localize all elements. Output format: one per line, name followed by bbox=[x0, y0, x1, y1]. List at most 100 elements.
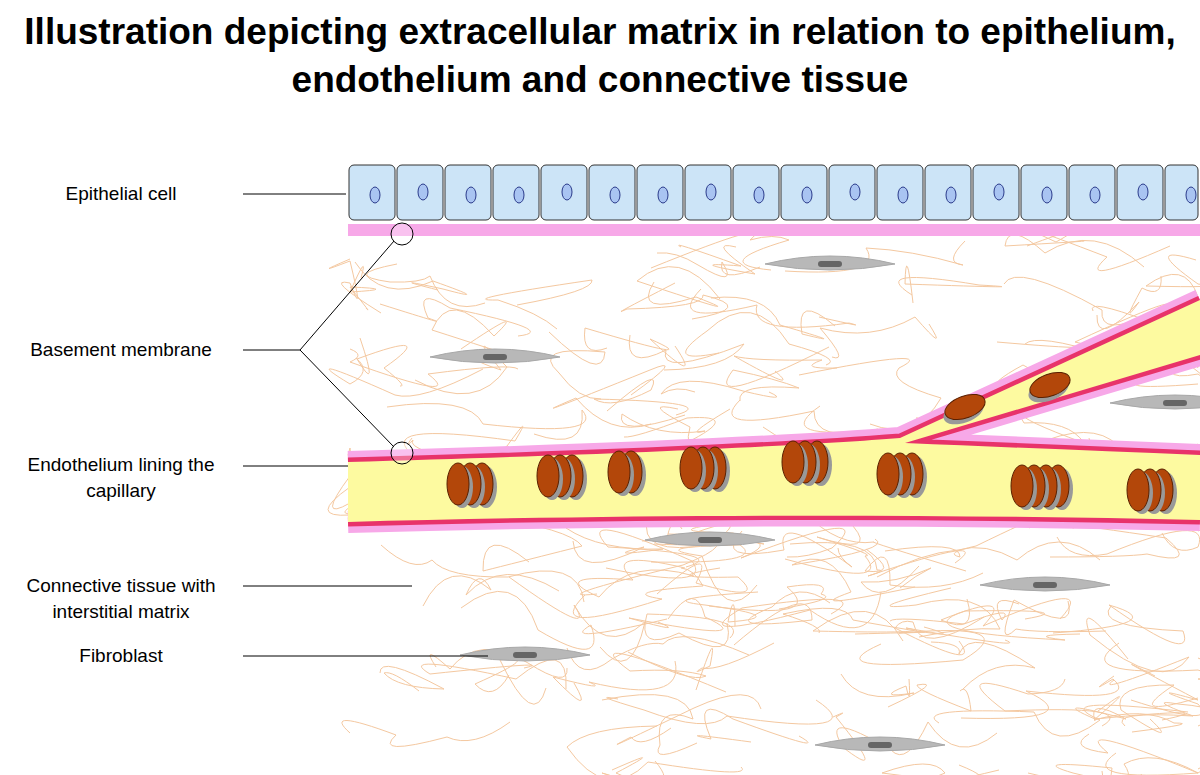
fiber bbox=[566, 528, 663, 563]
leader-lines bbox=[243, 194, 488, 656]
red-blood-cell bbox=[1127, 469, 1153, 514]
cell-nucleus bbox=[562, 184, 572, 200]
epithelial-cell bbox=[1021, 165, 1067, 220]
fiber bbox=[1053, 605, 1185, 644]
fiber bbox=[1146, 255, 1200, 297]
fiber bbox=[899, 266, 1002, 303]
fiber bbox=[947, 611, 1080, 640]
fiber bbox=[961, 676, 1119, 718]
fiber bbox=[711, 297, 835, 339]
fibroblast-cell bbox=[460, 647, 590, 661]
fiber bbox=[833, 713, 906, 760]
red-blood-cell bbox=[877, 453, 903, 498]
fibroblast-nucleus bbox=[513, 652, 537, 658]
fibroblast-cell bbox=[1110, 395, 1200, 409]
fiber bbox=[841, 674, 914, 697]
capillary bbox=[348, 300, 1200, 522]
fiber bbox=[645, 614, 734, 647]
red-blood-cell bbox=[680, 447, 706, 492]
connective-tissue-label: Connective tissue with interstitial matr… bbox=[5, 573, 237, 625]
epithelial-cells bbox=[349, 165, 1198, 220]
fiber bbox=[602, 695, 697, 755]
fiber bbox=[783, 608, 943, 634]
cell-nucleus bbox=[1090, 187, 1100, 203]
matrix-fibers bbox=[328, 230, 1200, 775]
fiber bbox=[890, 600, 1019, 624]
fiber bbox=[485, 280, 592, 329]
fiber bbox=[461, 591, 667, 649]
fibroblast-nucleus bbox=[868, 742, 892, 748]
endothelium-label: Endothelium lining the capillary bbox=[5, 452, 237, 504]
cell-nucleus bbox=[370, 187, 380, 203]
cell-nucleus bbox=[994, 184, 1004, 200]
fiber bbox=[381, 545, 584, 602]
fiber bbox=[421, 660, 566, 689]
fiber bbox=[1081, 734, 1200, 773]
fiber bbox=[861, 566, 931, 592]
epithelial-cell bbox=[445, 165, 491, 220]
fiber bbox=[380, 299, 530, 336]
fiber bbox=[621, 409, 730, 433]
epithelial-cell bbox=[781, 165, 827, 220]
epithelial-cell bbox=[1117, 165, 1163, 220]
red-blood-cell bbox=[608, 451, 634, 496]
fiber bbox=[629, 335, 744, 370]
fiber bbox=[686, 592, 758, 626]
fiber bbox=[380, 666, 444, 691]
fiber bbox=[696, 643, 774, 690]
epithelial-cell bbox=[925, 165, 971, 220]
cell-nucleus bbox=[1186, 187, 1196, 203]
red-blood-cell bbox=[1011, 465, 1037, 510]
fiber bbox=[617, 695, 761, 745]
fiber bbox=[1027, 230, 1170, 271]
fiber bbox=[567, 637, 749, 670]
fiber bbox=[637, 267, 720, 307]
fiber bbox=[553, 661, 676, 701]
red-blood-cell bbox=[782, 441, 808, 486]
fiber bbox=[727, 347, 829, 401]
fibroblast-cell bbox=[765, 256, 895, 270]
fiber bbox=[573, 568, 703, 618]
fiber bbox=[423, 574, 559, 606]
epithelial-cell bbox=[733, 165, 779, 220]
fibroblast-cell bbox=[815, 737, 945, 751]
fiber bbox=[1005, 235, 1144, 267]
fiber bbox=[1028, 753, 1198, 775]
cell-nucleus bbox=[706, 184, 716, 200]
cell-nucleus bbox=[514, 187, 524, 203]
red-blood-cell bbox=[537, 455, 563, 500]
fiber bbox=[342, 720, 510, 746]
cell-nucleus bbox=[754, 187, 764, 203]
epithelial-cell bbox=[541, 165, 587, 220]
fiber bbox=[690, 289, 855, 327]
epithelial-cell-label: Epithelial cell bbox=[5, 181, 237, 207]
cell-nucleus bbox=[658, 187, 668, 203]
fibroblast-label: Fibroblast bbox=[5, 643, 237, 669]
fiber bbox=[602, 758, 664, 775]
epithelial-cell bbox=[493, 165, 539, 220]
cell-nucleus bbox=[1138, 184, 1148, 200]
fiber bbox=[934, 705, 1188, 736]
fiber bbox=[553, 366, 665, 428]
fiber bbox=[387, 403, 586, 439]
epithelial-cell bbox=[397, 165, 443, 220]
cell-nucleus bbox=[466, 187, 476, 203]
fiber bbox=[855, 631, 984, 665]
diagram-title: Illustration depicting extracellular mat… bbox=[10, 8, 1190, 104]
cell-nucleus bbox=[1042, 187, 1052, 203]
fiber bbox=[895, 617, 984, 655]
epithelial-cell bbox=[973, 165, 1019, 220]
cell-nucleus bbox=[418, 184, 428, 200]
fibroblast-nucleus bbox=[698, 537, 722, 543]
fibroblast-cell bbox=[430, 349, 560, 363]
fiber bbox=[1120, 685, 1198, 733]
fiber bbox=[578, 560, 694, 597]
epithelial-cell bbox=[829, 165, 875, 220]
fiber bbox=[567, 726, 742, 775]
epithelial-cell bbox=[637, 165, 683, 220]
epithelial-cell bbox=[1069, 165, 1115, 220]
fiber bbox=[813, 611, 1010, 643]
fiber bbox=[549, 332, 605, 399]
fiber bbox=[661, 381, 777, 397]
fiber bbox=[882, 764, 999, 775]
